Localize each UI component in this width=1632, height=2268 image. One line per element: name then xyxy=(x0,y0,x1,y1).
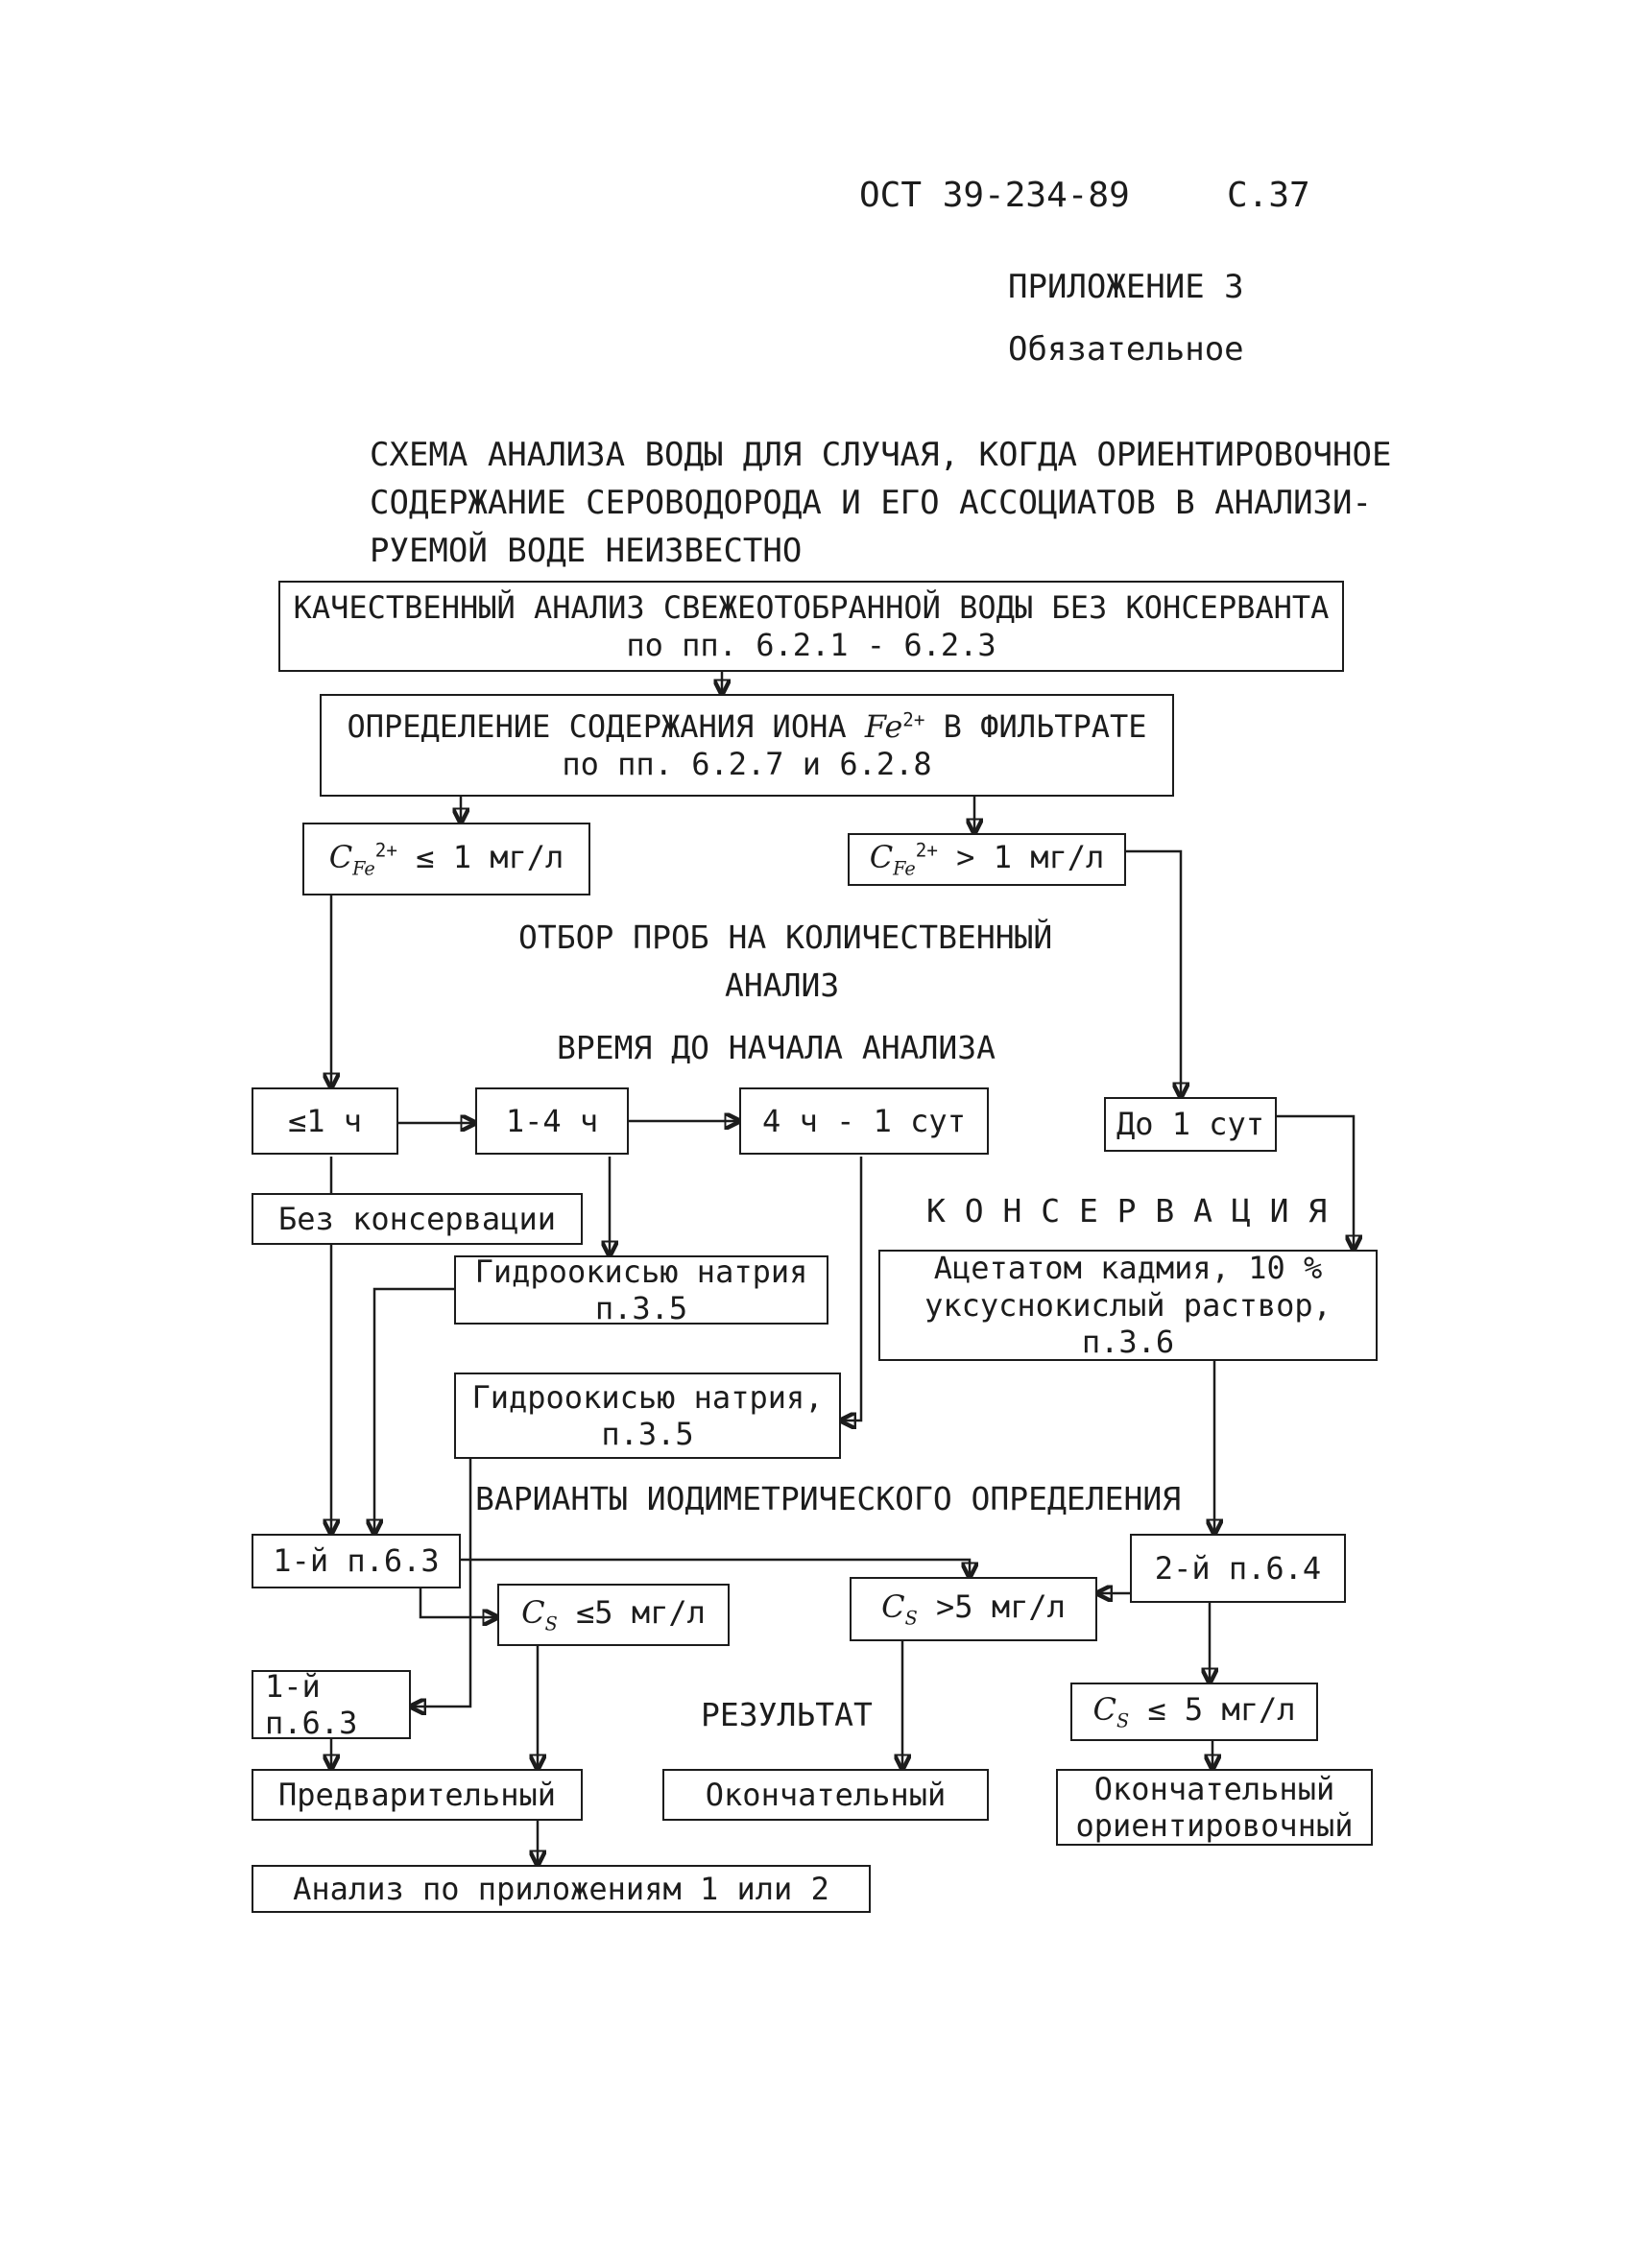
result-label: РЕЗУЛЬТАТ xyxy=(701,1696,873,1733)
qualitative-analysis-clauses: по пп. 6.2.1 - 6.2.3 xyxy=(626,626,996,663)
diagram-title-line-2: СОДЕРЖАНИЕ СЕРОВОДОРОДА И ЕГО АССОЦИАТОВ… xyxy=(370,484,1372,522)
final-approximate-subtitle: ориентировочный xyxy=(1075,1807,1354,1844)
sodium-hydroxide-box-1: Гидроокисью натрия п.3.5 xyxy=(454,1255,828,1325)
iron-ion-charge: 2+ xyxy=(902,708,925,731)
method-2-box: 2-й п.6.4 xyxy=(1130,1534,1346,1603)
final-approximate-title: Окончательный xyxy=(1093,1770,1335,1807)
sampling-label-line-1: ОТБОР ПРОБ НА КОЛИЧЕСТВЕННЫЙ xyxy=(518,919,1053,956)
preliminary-result-label: Предварительный xyxy=(278,1776,556,1813)
sodium-hydroxide-box-2: Гидроокисью натрия, п.3.5 xyxy=(454,1373,841,1459)
iron-determination-clauses: по пп. 6.2.7 и 6.2.8 xyxy=(562,745,932,782)
sodium-hydroxide-2-title: Гидроокисью натрия, xyxy=(471,1378,824,1416)
iron-determination-box: ОПРЕДЕЛЕНИЕ СОДЕРЖАНИЯ ИОНА Fe2+ В ФИЛЬТ… xyxy=(320,694,1174,797)
method-1-repeat-clause: п.6.3 xyxy=(265,1705,358,1739)
time-1h-box: ≤1 ч xyxy=(252,1087,398,1155)
sulfide-low-2-condition: CS ≤ 5 мг/л xyxy=(1092,1691,1295,1731)
iron-high-subscript: Fe xyxy=(893,857,916,880)
method-1-label: 1-й п.6.3 xyxy=(273,1542,440,1580)
diagram-title-line-3: РУЕМОЙ ВОДЕ НЕИЗВЕСТНО xyxy=(370,532,803,570)
cadmium-acetate-clause: п.3.6 xyxy=(1081,1324,1175,1361)
iron-high-relation: > 1 мг/л xyxy=(956,839,1105,876)
iron-low-symbol: C xyxy=(328,838,353,875)
iron-determination-title: ОПРЕДЕЛЕНИЕ СОДЕРЖАНИЯ ИОНА Fe2+ В ФИЛЬТ… xyxy=(347,708,1146,745)
sulfide-low-2-subscript: S xyxy=(1116,1709,1130,1732)
arrow-m1-to-cslow xyxy=(419,1588,497,1617)
iron-high-charge: 2+ xyxy=(915,839,938,862)
time-1h-label: ≤1 ч xyxy=(287,1102,363,1139)
iron-low-relation: ≤ 1 мг/л xyxy=(416,838,564,875)
sampling-label-line-2: АНАЛИЗ xyxy=(725,967,840,1004)
iron-low-charge: 2+ xyxy=(374,839,397,862)
page-number: С.37 xyxy=(1227,176,1310,215)
sulfide-high-subscript: S xyxy=(904,1607,918,1630)
time-1-4h-box: 1-4 ч xyxy=(475,1087,629,1155)
time-upto-1day-box: До 1 сут xyxy=(1104,1097,1277,1152)
cadmium-acetate-title: Ацетатом кадмия, 10 % xyxy=(933,1250,1323,1287)
method-1-box: 1-й п.6.3 xyxy=(252,1534,461,1588)
arrow-high-to-t4 xyxy=(1126,849,1181,1097)
iron-low-subscript: Fe xyxy=(352,857,375,880)
method-1-repeat-box: 1-й п.6.3 xyxy=(252,1670,411,1739)
sulfide-low-2-relation: ≤ 5 мг/л xyxy=(1147,1691,1296,1729)
final-result-box: Окончательный xyxy=(662,1769,989,1821)
sulfide-low-relation: ≤5 мг/л xyxy=(576,1594,706,1632)
final-approximate-result-box: Окончательный ориентировочный xyxy=(1056,1769,1373,1846)
cadmium-acetate-box: Ацетатом кадмия, 10 % уксуснокислый раст… xyxy=(878,1250,1378,1361)
sulfide-low-2-box: CS ≤ 5 мг/л xyxy=(1070,1683,1318,1741)
time-1-4h-label: 1-4 ч xyxy=(505,1102,599,1139)
sulfide-low-condition: CS ≤5 мг/л xyxy=(521,1594,706,1635)
sulfide-low-symbol: C xyxy=(521,1594,545,1632)
arrow-naoh2-to-m1b xyxy=(411,1459,472,1707)
sulfide-high-symbol: C xyxy=(881,1588,905,1626)
iron-high-condition: CFe2+ > 1 мг/л xyxy=(870,839,1105,879)
iron-ion-symbol: Fe xyxy=(864,708,903,746)
sulfide-low-2-symbol: C xyxy=(1092,1691,1116,1729)
final-result-label: Окончательный xyxy=(705,1776,947,1813)
time-4h-1day-box: 4 ч - 1 сут xyxy=(739,1087,989,1155)
time-before-analysis-label: ВРЕМЯ ДО НАЧАЛА АНАЛИЗА xyxy=(557,1029,996,1066)
conservation-label: К О Н С Е Р В А Ц И Я xyxy=(926,1192,1328,1229)
appendix-analysis-box: Анализ по приложениям 1 или 2 xyxy=(252,1865,871,1913)
qualitative-analysis-box: КАЧЕСТВЕННЫЙ АНАЛИЗ СВЕЖЕОТОБРАННОЙ ВОДЫ… xyxy=(278,581,1344,672)
no-conservation-box: Без консервации xyxy=(252,1193,583,1245)
iron-low-box: CFe2+ ≤ 1 мг/л xyxy=(302,823,590,895)
iron-high-box: CFe2+ > 1 мг/л xyxy=(848,833,1126,886)
method-2-label: 2-й п.6.4 xyxy=(1154,1549,1322,1587)
time-4h-1day-label: 4 ч - 1 сут xyxy=(762,1102,966,1139)
method-1-repeat-title: 1-й xyxy=(265,1670,321,1705)
qualitative-analysis-title: КАЧЕСТВЕННЫЙ АНАЛИЗ СВЕЖЕОТОБРАННОЙ ВОДЫ… xyxy=(293,589,1330,627)
sodium-hydroxide-1-title: Гидроокисью натрия xyxy=(474,1255,808,1290)
no-conservation-label: Без консервации xyxy=(278,1200,556,1237)
sulfide-low-subscript: S xyxy=(544,1612,558,1635)
sodium-hydroxide-1-clause: п.3.5 xyxy=(594,1290,688,1325)
arrow-m1-to-cshigh xyxy=(461,1558,970,1577)
iron-low-condition: CFe2+ ≤ 1 мг/л xyxy=(329,839,564,879)
arrow-naoh1-to-m1 xyxy=(374,1287,454,1534)
appendix-status: Обязательное xyxy=(1008,330,1244,369)
arrow-t4-to-cd xyxy=(1277,1114,1354,1250)
iron-determination-suffix: В ФИЛЬТРАТЕ xyxy=(924,708,1147,746)
preliminary-result-box: Предварительный xyxy=(252,1769,583,1821)
appendix-title: ПРИЛОЖЕНИЕ 3 xyxy=(1008,268,1244,306)
sodium-hydroxide-2-clause: п.3.5 xyxy=(601,1416,694,1452)
document-code: ОСТ 39-234-89 xyxy=(859,176,1130,215)
time-upto-1day-label: До 1 сут xyxy=(1116,1106,1265,1143)
sulfide-high-box: CS >5 мг/л xyxy=(850,1577,1097,1641)
appendix-analysis-label: Анализ по приложениям 1 или 2 xyxy=(293,1870,829,1907)
sulfide-high-condition: CS >5 мг/л xyxy=(881,1588,1066,1629)
diagram-title-line-1: СХЕМА АНАЛИЗА ВОДЫ ДЛЯ СЛУЧАЯ, КОГДА ОРИ… xyxy=(370,436,1392,474)
iron-determination-prefix: ОПРЕДЕЛЕНИЕ СОДЕРЖАНИЯ ИОНА xyxy=(347,708,865,746)
sulfide-low-box: CS ≤5 мг/л xyxy=(497,1584,730,1646)
arrow-t3-to-naoh2 xyxy=(841,1157,863,1420)
iron-high-symbol: C xyxy=(869,839,894,876)
sulfide-high-relation: >5 мг/л xyxy=(936,1588,1066,1626)
cadmium-acetate-solution: уксуснокислый раствор, xyxy=(924,1286,1332,1324)
iodimetric-variants-label: ВАРИАНТЫ ИОДИМЕТРИЧЕСКОГО ОПРЕДЕЛЕНИЯ xyxy=(475,1480,1182,1517)
